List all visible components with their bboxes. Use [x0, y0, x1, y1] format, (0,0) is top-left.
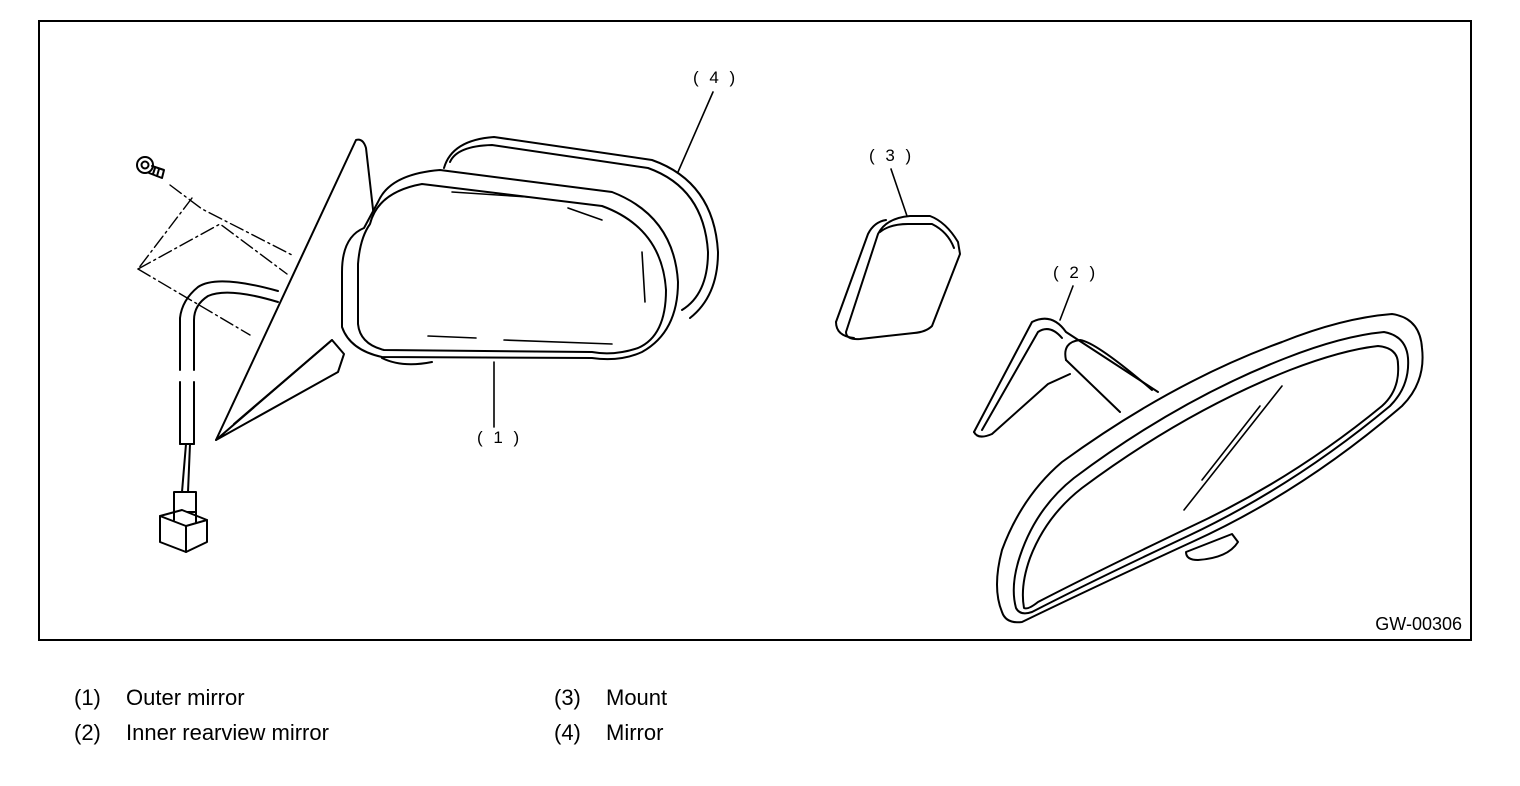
callout-label-2: ( 2 ) [1053, 263, 1099, 282]
legend-label: Mount [606, 685, 668, 710]
legend-label: Inner rearview mirror [126, 720, 329, 745]
legend-item-mount: (3) Mount [554, 685, 667, 711]
outer-mirror-housing [341, 169, 679, 366]
legend-number: (3) [554, 685, 581, 710]
callout-label-4: ( 4 ) [693, 68, 739, 87]
legend-number: (2) [74, 720, 101, 745]
legend-item-inner-rearview-mirror: (2) Inner rearview mirror [74, 720, 329, 746]
mirror-glass [443, 136, 719, 319]
mirror-base [215, 138, 375, 441]
wiring-harness [179, 280, 279, 493]
bolt-icon [136, 156, 165, 179]
mirror-parts-drawing [136, 91, 1424, 624]
diagram-frame: ( 1 ) ( 2 ) ( 3 ) ( 4 ) GW-00306 [38, 20, 1472, 641]
legend-label: Outer mirror [126, 685, 245, 710]
mount-part [835, 215, 961, 341]
inner-rearview-mirror [973, 313, 1424, 624]
electrical-connector [159, 491, 208, 553]
legend-item-outer-mirror: (1) Outer mirror [74, 685, 245, 711]
legend-number: (1) [74, 685, 101, 710]
callout-leaders [493, 91, 1074, 428]
legend-number: (4) [554, 720, 581, 745]
legend-label: Mirror [606, 720, 664, 745]
assembly-guide-lines [137, 184, 293, 336]
callout-label-1: ( 1 ) [477, 428, 523, 447]
figure-code: GW-00306 [1375, 614, 1462, 634]
callout-label-3: ( 3 ) [869, 146, 915, 165]
legend-item-mirror: (4) Mirror [554, 720, 663, 746]
